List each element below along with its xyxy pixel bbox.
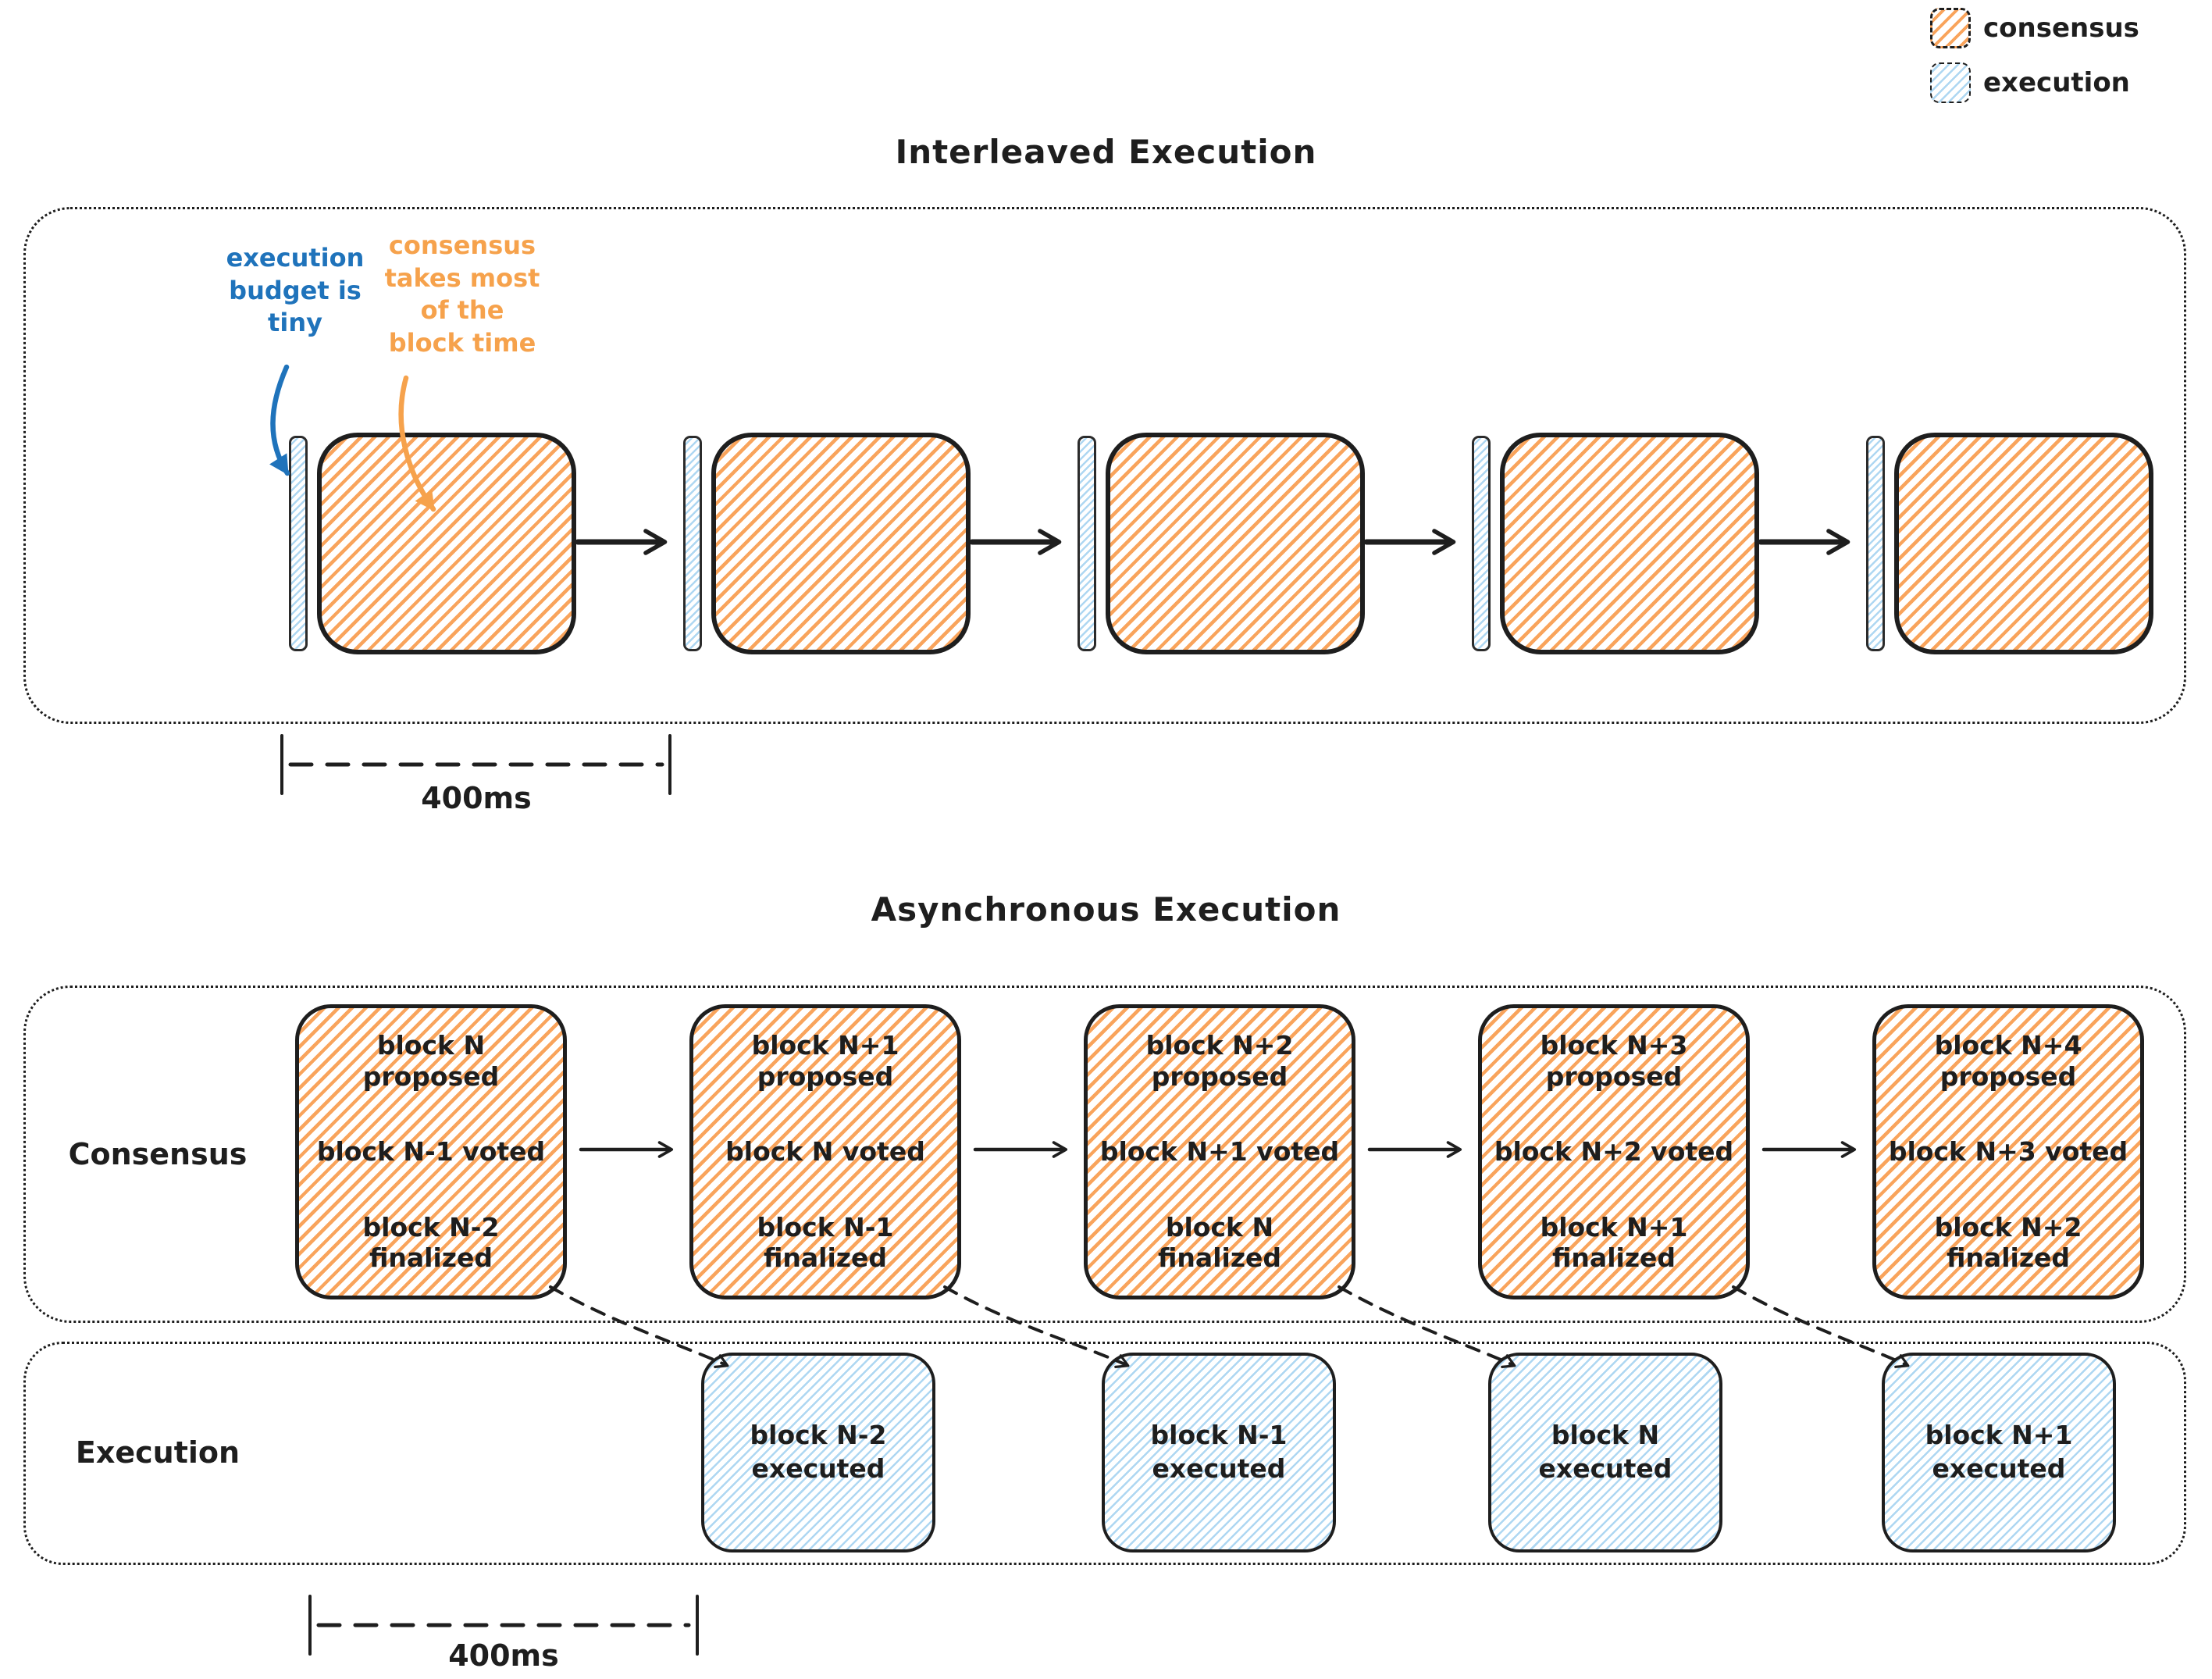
legend-label-execution: execution	[1983, 67, 2130, 98]
legend-label-consensus: consensus	[1983, 12, 2139, 44]
proposed-line: block N+3 proposed	[1540, 1030, 1688, 1092]
execution-box-n-2: block N-2 executed	[701, 1353, 935, 1552]
execution-slice-bar	[1078, 436, 1096, 651]
consensus-box-n2: block N+2 proposed block N+1 voted block…	[1084, 1004, 1355, 1299]
consensus-box-n: block N proposed block N-1 voted block N…	[295, 1004, 567, 1299]
execution-box-n-1: block N-1 executed	[1102, 1353, 1336, 1552]
voted-line: block N+2 voted	[1494, 1136, 1734, 1167]
async-400ms-label: 400ms	[448, 1638, 559, 1673]
consensus-block	[317, 433, 576, 654]
finalized-line: block N+2 finalized	[1934, 1211, 2082, 1274]
consensus-time-note: consensus takes most of the block time	[384, 230, 540, 358]
consensus-swatch-icon	[1930, 8, 1971, 48]
consensus-box-n3: block N+3 proposed block N+2 voted block…	[1478, 1004, 1750, 1299]
finalized-line: block N-2 finalized	[362, 1211, 500, 1274]
interleaved-title: Interleaved Execution	[895, 133, 1317, 171]
consensus-block	[1894, 433, 2153, 654]
consensus-block	[1500, 433, 1759, 654]
finalized-line: block N finalized	[1157, 1211, 1282, 1274]
execution-box-n: block N executed	[1488, 1353, 1722, 1552]
interleaved-container	[23, 207, 2186, 724]
proposed-line: block N+1 proposed	[751, 1030, 899, 1092]
consensus-box-n1: block N+1 proposed block N voted block N…	[689, 1004, 961, 1299]
voted-line: block N+1 voted	[1099, 1136, 1340, 1167]
execution-budget-note: execution budget is tiny	[226, 243, 365, 338]
voted-line: block N voted	[725, 1136, 925, 1167]
consensus-block	[1106, 433, 1365, 654]
proposed-line: block N proposed	[362, 1030, 500, 1092]
voted-line: block N+3 voted	[1888, 1136, 2128, 1167]
execution-box-n1: block N+1 executed	[1882, 1353, 2116, 1552]
finalized-line: block N-1 finalized	[757, 1211, 894, 1274]
consensus-box-n4: block N+4 proposed block N+3 voted block…	[1872, 1004, 2144, 1299]
legend-item-execution: execution	[1930, 62, 2139, 103]
proposed-line: block N+2 proposed	[1145, 1030, 1294, 1092]
consensus-block	[711, 433, 971, 654]
finalized-line: block N+1 finalized	[1540, 1211, 1688, 1274]
execution-slice-bar	[1472, 436, 1491, 651]
interleaved-400ms-label: 400ms	[421, 781, 532, 815]
execution-slice-bar	[1866, 436, 1885, 651]
legend: consensus execution	[1930, 8, 2139, 117]
consensus-lane-label: Consensus	[68, 1137, 248, 1171]
execution-slice-bar	[683, 436, 702, 651]
voted-line: block N-1 voted	[316, 1136, 546, 1167]
async-title: Asynchronous Execution	[871, 890, 1341, 929]
execution-slice-bar	[289, 436, 308, 651]
execution-swatch-icon	[1930, 62, 1971, 103]
execution-lane-label: Execution	[75, 1435, 240, 1470]
legend-item-consensus: consensus	[1930, 8, 2139, 48]
proposed-line: block N+4 proposed	[1934, 1030, 2082, 1092]
